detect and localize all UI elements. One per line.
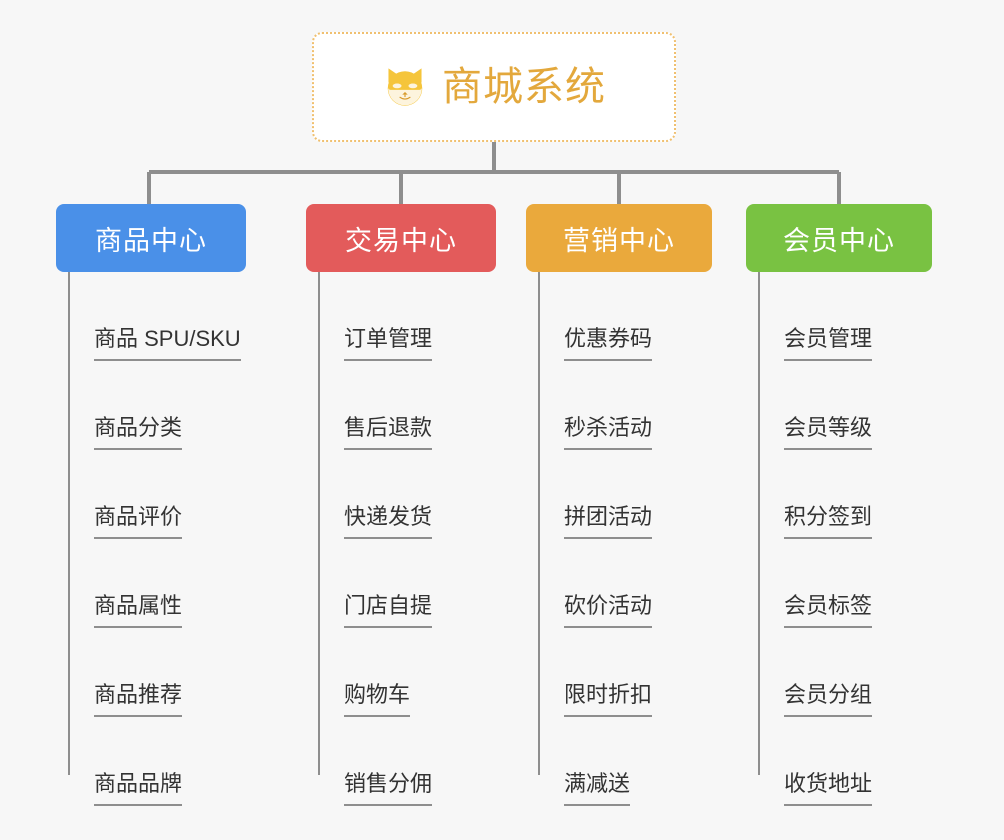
leaf-label: 商品品牌 [94, 771, 183, 806]
branch-header-0[interactable]: 商品中心 [56, 204, 246, 272]
leaf-label: 会员等级 [784, 415, 873, 450]
list-item[interactable]: 商品属性 [68, 539, 246, 628]
list-item[interactable]: 收货地址 [758, 717, 932, 806]
leaf-label: 购物车 [344, 682, 411, 717]
list-item[interactable]: 优惠券码 [538, 272, 712, 361]
leaf-label: 优惠券码 [564, 326, 653, 361]
branch-header-2[interactable]: 营销中心 [526, 204, 712, 272]
leaf-label: 会员管理 [784, 326, 873, 361]
leaf-label: 订单管理 [344, 326, 433, 361]
list-item[interactable]: 商品分类 [68, 361, 246, 450]
leaf-label: 积分签到 [784, 504, 873, 539]
leaf-label: 秒杀活动 [564, 415, 653, 450]
list-item[interactable]: 会员分组 [758, 628, 932, 717]
list-item[interactable]: 订单管理 [318, 272, 496, 361]
branch-column-3: 会员中心 会员管理 会员等级 积分签到 会员标签 会员分组 收货地址 [746, 204, 932, 806]
list-item[interactable]: 会员等级 [758, 361, 932, 450]
branch-spine-3 [758, 272, 760, 775]
branch-spine-1 [318, 272, 320, 775]
leaf-label: 销售分佣 [344, 771, 433, 806]
list-item[interactable]: 满减送 [538, 717, 712, 806]
list-item[interactable]: 门店自提 [318, 539, 496, 628]
list-item[interactable]: 销售分佣 [318, 717, 496, 806]
root-node[interactable]: 商城系统 [312, 32, 676, 142]
branch-column-1: 交易中心 订单管理 售后退款 快递发货 门店自提 购物车 销售分佣 [306, 204, 496, 806]
leaf-label: 商品推荐 [94, 682, 183, 717]
branch-spine-0 [68, 272, 70, 775]
root-title: 商城系统 [442, 65, 606, 109]
list-item[interactable]: 拼团活动 [538, 450, 712, 539]
branch-label-2: 营销中心 [563, 225, 675, 256]
branch-children-3: 会员管理 会员等级 积分签到 会员标签 会员分组 收货地址 [746, 272, 932, 806]
list-item[interactable]: 秒杀活动 [538, 361, 712, 450]
branch-children-1: 订单管理 售后退款 快递发货 门店自提 购物车 销售分佣 [306, 272, 496, 806]
branch-children-2: 优惠券码 秒杀活动 拼团活动 砍价活动 限时折扣 满减送 [526, 272, 712, 806]
leaf-label: 门店自提 [344, 593, 433, 628]
shiba-dog-icon [387, 68, 423, 106]
list-item[interactable]: 商品品牌 [68, 717, 246, 806]
list-item[interactable]: 积分签到 [758, 450, 932, 539]
leaf-label: 收货地址 [784, 771, 873, 806]
list-item[interactable]: 限时折扣 [538, 628, 712, 717]
leaf-label: 商品评价 [94, 504, 183, 539]
list-item[interactable]: 商品 SPU/SKU [68, 272, 246, 361]
list-item[interactable]: 商品推荐 [68, 628, 246, 717]
branch-header-1[interactable]: 交易中心 [306, 204, 496, 272]
leaf-label: 满减送 [564, 771, 631, 806]
list-item[interactable]: 快递发货 [318, 450, 496, 539]
list-item[interactable]: 会员管理 [758, 272, 932, 361]
leaf-label: 拼团活动 [564, 504, 653, 539]
list-item[interactable]: 会员标签 [758, 539, 932, 628]
branch-label-0: 商品中心 [95, 225, 207, 256]
list-item[interactable]: 商品评价 [68, 450, 246, 539]
list-item[interactable]: 砍价活动 [538, 539, 712, 628]
branch-children-0: 商品 SPU/SKU 商品分类 商品评价 商品属性 商品推荐 商品品牌 [56, 272, 246, 806]
list-item[interactable]: 售后退款 [318, 361, 496, 450]
leaf-label: 售后退款 [344, 415, 433, 450]
leaf-label: 限时折扣 [564, 682, 653, 717]
leaf-label: 商品属性 [94, 593, 183, 628]
branch-header-3[interactable]: 会员中心 [746, 204, 932, 272]
leaf-label: 商品分类 [94, 415, 183, 450]
leaf-label: 商品 SPU/SKU [94, 326, 241, 361]
branch-label-1: 交易中心 [345, 225, 457, 256]
list-item[interactable]: 购物车 [318, 628, 496, 717]
leaf-label: 会员分组 [784, 682, 873, 717]
leaf-label: 砍价活动 [564, 593, 653, 628]
leaf-label: 会员标签 [784, 593, 873, 628]
leaf-label: 快递发货 [344, 504, 433, 539]
branch-spine-2 [538, 272, 540, 775]
branch-label-3: 会员中心 [783, 225, 895, 256]
branch-column-0: 商品中心 商品 SPU/SKU 商品分类 商品评价 商品属性 商品推荐 商品品牌 [56, 204, 246, 806]
branch-column-2: 营销中心 优惠券码 秒杀活动 拼团活动 砍价活动 限时折扣 满减送 [526, 204, 712, 806]
